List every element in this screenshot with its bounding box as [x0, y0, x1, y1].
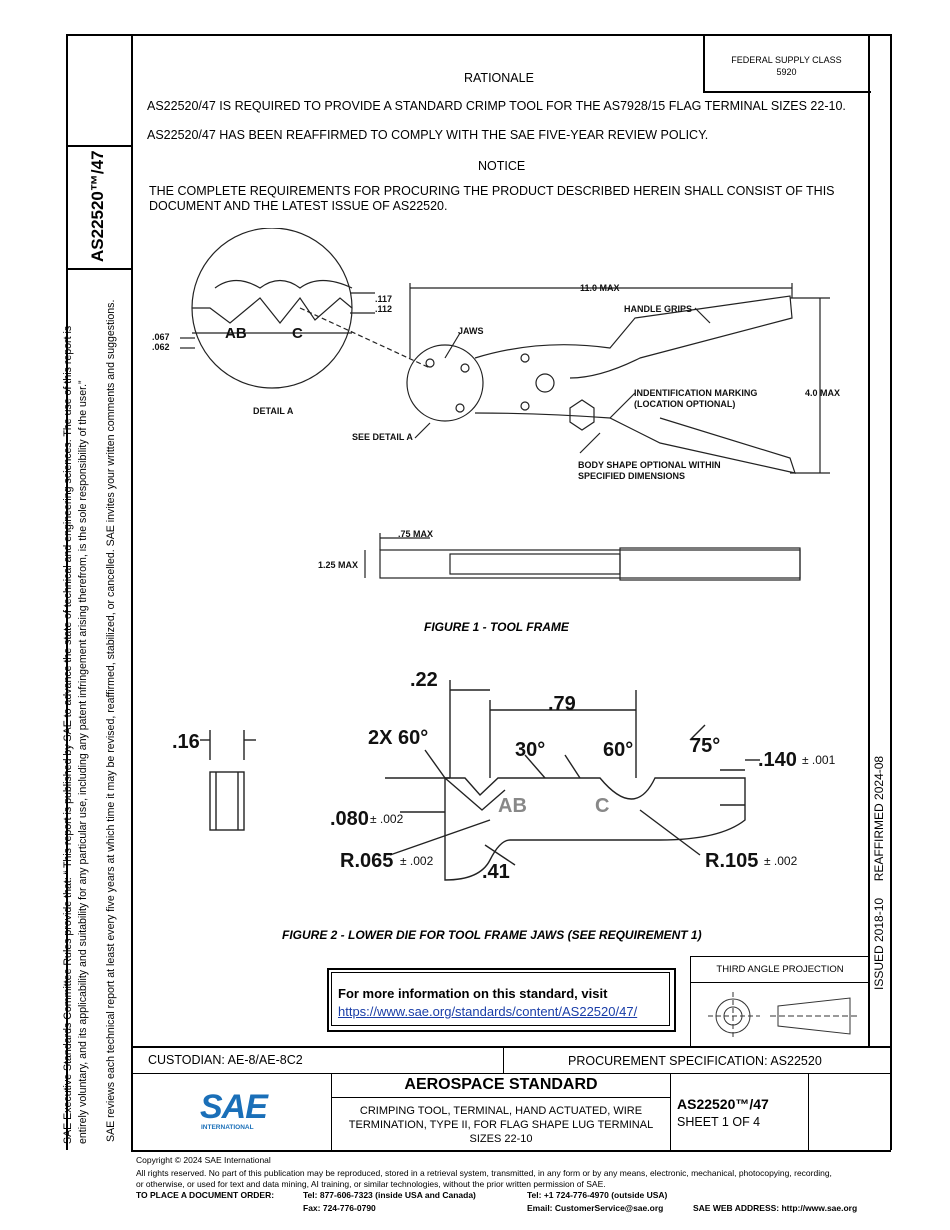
margin-text-1: SAE Executive Standards Committee Rules …: [62, 325, 74, 1144]
info-box: [327, 968, 676, 1032]
radius-105: R.105: [705, 850, 758, 872]
doc-id-vertical: AS22520™/47: [88, 150, 107, 262]
body-shape-label-2: SPECIFIED DIMENSIONS: [578, 471, 685, 481]
supply-class-value: 5920: [776, 67, 797, 77]
tb-std-divider: [331, 1097, 671, 1098]
supply-box-bottom: [703, 91, 871, 93]
detail-label-c: C: [292, 325, 303, 342]
tb-row2: [131, 1073, 891, 1074]
length-dim: 11.0 MAX: [580, 283, 620, 293]
detail-label-ab: AB: [225, 325, 247, 342]
notice-heading: NOTICE: [478, 159, 526, 173]
tb-split3: [670, 1073, 671, 1151]
info-box-title: For more information on this standard, v…: [338, 986, 608, 1001]
notice-line1: THE COMPLETE REQUIREMENTS FOR PROCURING …: [149, 184, 835, 198]
tol-0002-c: ± .002: [764, 854, 798, 868]
web-address[interactable]: SAE WEB ADDRESS: http://www.sae.org: [693, 1203, 858, 1213]
tel-intl: Tel: +1 724-776-4970 (outside USA): [527, 1190, 668, 1200]
angle-30: 30°: [515, 739, 545, 761]
supply-class-label: FEDERAL SUPPLY CLASS: [731, 55, 842, 65]
sheet-number: SHEET 1 OF 4: [677, 1115, 761, 1129]
tol-0001: ± .001: [802, 753, 836, 767]
fax: Fax: 724-776-0790: [303, 1203, 376, 1213]
tb-bottom: [131, 1150, 891, 1152]
detail-a-label: DETAIL A: [253, 406, 294, 416]
sae-logo: SAE INTERNATIONAL: [200, 1088, 270, 1136]
height-dim: 4.0 MAX: [805, 388, 840, 398]
figure1-drawing: .117 .112 .067 .062 AB C DETAIL A JAWS S…: [152, 228, 840, 581]
frame-right: [890, 34, 892, 1150]
tb-split4: [808, 1073, 809, 1151]
angle-75: 75°: [690, 735, 720, 757]
figure2-caption: FIGURE 2 - LOWER DIE FOR TOOL FRAME JAWS…: [282, 928, 702, 942]
rights-line-1: All rights reserved. No part of this pub…: [136, 1168, 832, 1178]
dim-117: .117: [375, 294, 392, 304]
ident-marking-label-1: INDENTIFICATION MARKING: [634, 388, 757, 398]
projection-top: [690, 956, 870, 957]
title-desc-1: CRIMPING TOOL, TERMINAL, HAND ACTUATED, …: [359, 1105, 643, 1117]
jaws-label: JAWS: [458, 326, 484, 336]
frame-inner-right: [868, 34, 870, 1046]
doc-number: AS22520™/47: [677, 1096, 769, 1112]
tol-0002-a: ± .002: [370, 812, 404, 826]
rights-line-2: or otherwise, or used for text and data …: [136, 1179, 606, 1189]
tol-0002-b: ± .002: [400, 854, 434, 868]
info-box-inner: [331, 972, 670, 1026]
order-label: TO PLACE A DOCUMENT ORDER:: [136, 1190, 275, 1200]
standard-link[interactable]: https://www.sae.org/standards/content/AS…: [338, 1004, 638, 1019]
procurement-spec: PROCUREMENT SPECIFICATION: AS22520: [568, 1054, 822, 1068]
sae-logo-sub: INTERNATIONAL: [201, 1124, 254, 1131]
dim-016: .16: [172, 731, 200, 753]
email[interactable]: Email: CustomerService@sae.org: [527, 1203, 664, 1213]
angle-60: 60°: [603, 739, 633, 761]
notice-line2: DOCUMENT AND THE LATEST ISSUE OF AS22520…: [149, 199, 448, 213]
tel-us: Tel: 877-606-7323 (inside USA and Canada…: [303, 1190, 476, 1200]
ident-marking-label-2: (LOCATION OPTIONAL): [634, 399, 735, 409]
dim-112: .112: [375, 304, 392, 314]
dim-062: .062: [152, 342, 170, 352]
dim-067: .067: [152, 332, 170, 342]
tb-split2: [331, 1073, 332, 1151]
id-box-bottom: [66, 268, 132, 270]
projection-label: THIRD ANGLE PROJECTION: [716, 964, 844, 975]
id-box-top: [66, 145, 132, 147]
aerospace-standard: AEROSPACE STANDARD: [404, 1076, 598, 1093]
die-label-c: C: [595, 795, 609, 817]
dim-079: .79: [548, 693, 576, 715]
copyright: Copyright © 2024 SAE International: [136, 1155, 271, 1165]
angle-2x60: 2X 60°: [368, 727, 428, 749]
rationale-p1: AS22520/47 IS REQUIRED TO PROVIDE A STAN…: [147, 99, 846, 113]
figure1-caption: FIGURE 1 - TOOL FRAME: [424, 620, 569, 634]
see-detail-label: SEE DETAIL A: [352, 432, 413, 442]
tb-split1: [503, 1046, 504, 1074]
frame-inner-left: [131, 34, 133, 1150]
projection-left: [690, 956, 691, 1046]
thickness-075: .75 MAX: [398, 529, 433, 539]
supply-box-left: [703, 34, 705, 92]
tb-top: [131, 1046, 891, 1048]
radius-065: R.065: [340, 850, 393, 872]
frame-left: [66, 34, 68, 1150]
dim-022: .22: [410, 669, 438, 691]
projection-symbol: [708, 992, 858, 1040]
body-shape-label-1: BODY SHAPE OPTIONAL WITHIN: [578, 460, 721, 470]
custodian: CUSTODIAN: AE-8/AE-8C2: [148, 1053, 303, 1067]
title-desc-3: SIZES 22-10: [469, 1133, 533, 1145]
dim-0080: .080: [330, 808, 369, 830]
margin-text-3: SAE reviews each technical report at lea…: [105, 299, 117, 1142]
dim-0140: .140: [758, 749, 797, 771]
issue-status: ISSUED 2018-10 REAFFIRMED 2024-08: [872, 755, 886, 990]
projection-divider: [690, 982, 870, 983]
title-desc-2: TERMINATION, TYPE II, FOR FLAG SHAPE LUG…: [348, 1119, 654, 1131]
die-label-ab: AB: [498, 795, 527, 817]
rationale-heading: RATIONALE: [464, 71, 534, 85]
dim-041: .41: [482, 861, 510, 883]
handle-grips-label: HANDLE GRIPS: [624, 304, 692, 314]
thickness-125: 1.25 MAX: [318, 560, 358, 570]
frame-top: [66, 34, 891, 36]
rationale-p2: AS22520/47 HAS BEEN REAFFIRMED TO COMPLY…: [147, 128, 709, 142]
sae-logo-text: SAE: [200, 1088, 268, 1126]
margin-text-2: entirely voluntary, and its applicabilit…: [77, 380, 89, 1144]
figure2-drawing: .22 .79 .16 2X 60° 30° 60° 75° .140 ± .0…: [172, 669, 836, 883]
